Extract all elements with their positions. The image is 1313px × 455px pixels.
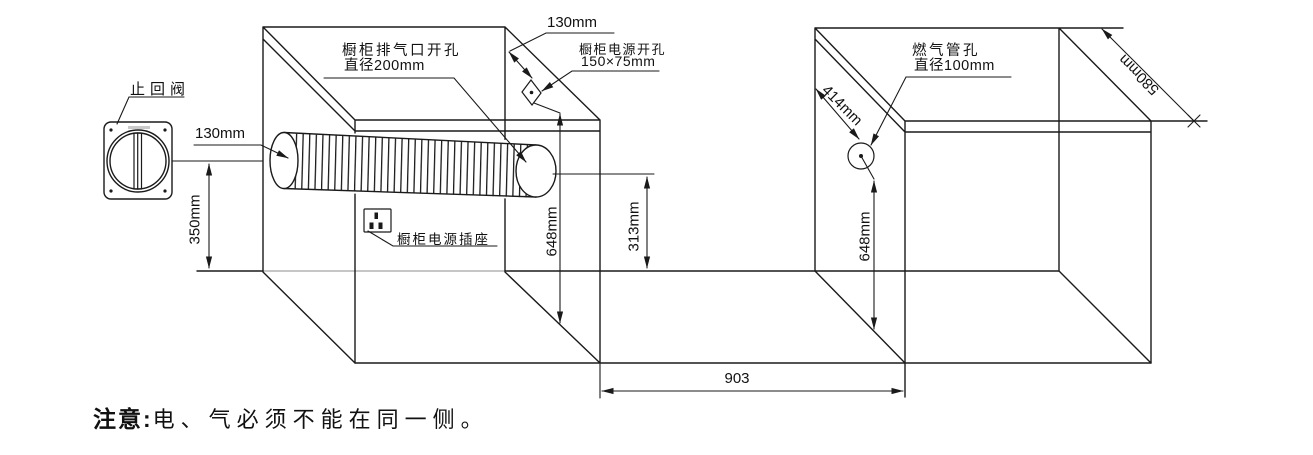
power-hole-label-line2: 150×75mm bbox=[581, 53, 656, 69]
gas-hole-label-line1: 燃气管孔 bbox=[912, 43, 980, 59]
gas-hole-label-line2: 直径100mm bbox=[914, 58, 995, 74]
right-cabinet-height-dimension: 648mm bbox=[856, 211, 874, 262]
power-hole-label-line1: 橱柜电源开孔 bbox=[579, 42, 667, 57]
power-cutout-hole bbox=[521, 79, 542, 106]
exhaust-hole-label-line1: 橱柜排气口开孔 bbox=[342, 43, 461, 59]
caution-note: 注意:电、气必须不能在同一侧。 bbox=[93, 400, 489, 434]
caution-note-text: 电、气必须不能在同一侧。 bbox=[152, 407, 489, 432]
check-valve-label: 止回阀 bbox=[130, 81, 191, 98]
exhaust-duct bbox=[269, 130, 557, 200]
mid-height-dimension: 313mm bbox=[625, 201, 643, 252]
power-socket-icon bbox=[363, 208, 392, 233]
socket-label: 橱柜电源插座 bbox=[397, 232, 490, 247]
right-cabinet bbox=[814, 27, 1208, 398]
leader-lines bbox=[116, 32, 1012, 247]
duct-offset-dimension: 130mm bbox=[195, 125, 246, 142]
check-valve-icon bbox=[103, 121, 264, 200]
exhaust-hole-label-line2: 直径200mm bbox=[344, 58, 425, 74]
dimension-lines bbox=[205, 28, 1201, 399]
left-cabinet-height-dimension: 648mm bbox=[543, 206, 561, 257]
top-offset-dimension: 130mm bbox=[547, 14, 598, 31]
middle-bench bbox=[196, 270, 1152, 364]
valve-height-dimension: 350mm bbox=[186, 194, 204, 245]
caution-note-prefix: 注意: bbox=[93, 406, 153, 432]
gap-width-dimension: 903 bbox=[724, 370, 750, 387]
